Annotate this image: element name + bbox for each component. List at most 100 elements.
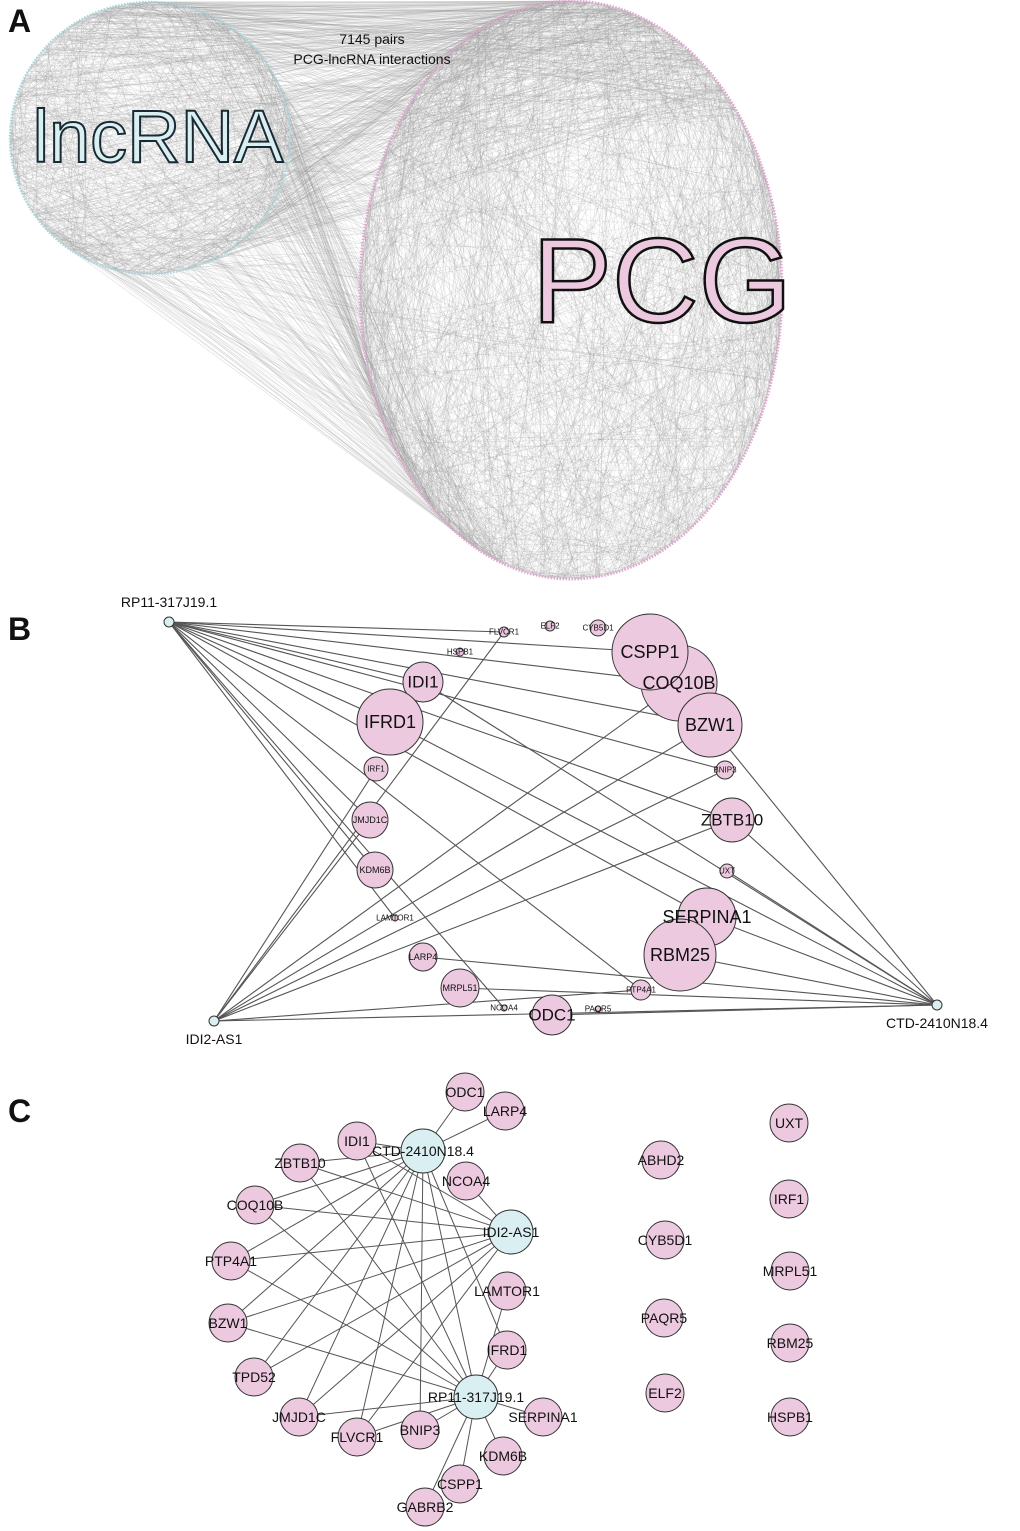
node-larp4[interactable] (485, 1091, 525, 1131)
node-zbtb10[interactable] (709, 797, 755, 843)
node-abhd2[interactable] (641, 1140, 681, 1180)
node-paqr5[interactable] (594, 1005, 602, 1013)
node-label-zbtb10: ZBTB10 (274, 1155, 326, 1171)
node-zbtb10[interactable] (280, 1143, 320, 1183)
node-hspb1[interactable] (455, 647, 465, 657)
node-cyb5d1[interactable] (645, 1220, 685, 1260)
node-gabrb2[interactable] (405, 1487, 445, 1527)
node-bzw1[interactable] (208, 1303, 248, 1343)
node-lamtor1[interactable] (487, 1271, 527, 1311)
node-ifrd1[interactable] (356, 688, 424, 756)
node-label-uxt: UXT (719, 867, 735, 876)
node-serpina1[interactable] (523, 1397, 563, 1437)
node-label-ifrd1: IFRD1 (487, 1342, 528, 1358)
node-rp11-317j19-1[interactable] (453, 1374, 499, 1420)
node-elf2[interactable] (645, 1373, 685, 1413)
node-label-gabrb2: GABRB2 (397, 1499, 454, 1515)
node-label-idi2-as1: IDI2-AS1 (186, 1031, 243, 1047)
edge-idi2-as1-ptp4a1 (230, 1231, 512, 1262)
node-label-lamtor1: LAMTOR1 (474, 1283, 540, 1299)
node-label-mrpl51: MRPL51 (763, 1263, 818, 1279)
node-label-hspb1: HSPB1 (767, 1409, 813, 1425)
node-label-mrpl51: MRPL51 (442, 983, 477, 993)
edge-idi2-as1-coq10b (213, 682, 680, 1022)
node-paqr5[interactable] (644, 1298, 684, 1338)
node-rp11-317j19-1[interactable] (163, 616, 175, 628)
node-label-uxt: UXT (775, 1115, 803, 1131)
edge-rp11-317j19-1-bnip3 (168, 621, 726, 771)
node-idi1[interactable] (402, 661, 444, 703)
edge-rp11-317j19-1-jmjd1c (168, 621, 371, 821)
node-bnip3[interactable] (400, 1410, 440, 1450)
panel-c: C ODC1LARP4IDI1ZBTB10NCOA4COQ10BPTP4A1LA… (8, 1072, 818, 1527)
node-odc1[interactable] (531, 994, 573, 1036)
edge-rp11-317j19-1-ptp4a1 (230, 1260, 477, 1398)
edge-idi2-as1-bnip3 (213, 769, 726, 1022)
node-label-irf1: IRF1 (774, 1191, 805, 1207)
node-label-ctd-2410n18-4: CTD-2410N18.4 (372, 1143, 474, 1159)
node-irf1[interactable] (769, 1179, 809, 1219)
node-ncoa4[interactable] (500, 1004, 508, 1012)
node-idi1[interactable] (337, 1121, 377, 1161)
edge-ctd-2410n18-4-rbm25 (679, 954, 938, 1006)
node-cyb5d1[interactable] (589, 619, 607, 637)
node-rbm25[interactable] (770, 1323, 810, 1363)
edge-idi2-as1-flvcr1 (356, 1231, 512, 1438)
node-idi2-as1[interactable] (488, 1209, 534, 1255)
edge-rp11-317j19-1-zbtb10 (168, 621, 733, 821)
node-uxt[interactable] (769, 1103, 809, 1143)
node-ptp4a1[interactable] (630, 979, 652, 1001)
node-label-kdm6b: KDM6B (359, 865, 390, 875)
node-label-cspp1: CSPP1 (620, 642, 679, 662)
node-coq10b[interactable] (235, 1185, 275, 1225)
node-mrpl51[interactable] (440, 968, 480, 1008)
node-label-abhd2: ABHD2 (638, 1152, 685, 1168)
panel-letter-c: C (8, 1093, 31, 1129)
edge-rp11-317j19-1-ncoa4 (168, 621, 505, 1009)
node-ptp4a1[interactable] (211, 1241, 251, 1281)
edge-idi2-as1-jmjd1c (298, 1231, 512, 1418)
node-ifrd1[interactable] (487, 1330, 527, 1370)
edge-idi2-as1-bzw1 (227, 1231, 512, 1324)
node-odc1[interactable] (445, 1072, 485, 1112)
node-bzw1[interactable] (677, 692, 743, 758)
node-bnip3[interactable] (715, 760, 735, 780)
edge-rp11-317j19-1-jmjd1c (298, 1396, 477, 1418)
pcg-circle (358, 0, 784, 581)
node-label-larp4: LARP4 (409, 952, 438, 962)
node-ctd-2410n18-4[interactable] (400, 1128, 446, 1174)
node-flvcr1[interactable] (498, 626, 510, 638)
node-flvcr1[interactable] (337, 1417, 377, 1457)
edge-idi2-as1-zbtb10 (213, 819, 733, 1022)
node-larp4[interactable] (408, 942, 438, 972)
node-uxt[interactable] (719, 863, 735, 879)
node-jmjd1c[interactable] (351, 801, 389, 839)
node-cspp1[interactable] (611, 613, 689, 691)
node-kdm6b[interactable] (356, 851, 394, 889)
annotation-line-2: PCG-lncRNA interactions (293, 51, 450, 67)
node-label-rbm25: RBM25 (767, 1335, 814, 1351)
node-hspb1[interactable] (770, 1397, 810, 1437)
node-jmjd1c[interactable] (279, 1397, 319, 1437)
node-irf1[interactable] (363, 756, 389, 782)
node-cspp1[interactable] (440, 1464, 480, 1504)
edge-ctd-2410n18-4-flvcr1 (356, 1150, 424, 1438)
lncrna-circle (8, 0, 292, 276)
node-idi2-as1[interactable] (208, 1015, 220, 1027)
node-label-bzw1: BZW1 (685, 715, 735, 735)
node-rbm25[interactable] (643, 918, 717, 992)
node-mrpl51[interactable] (770, 1251, 810, 1291)
node-lamtor1[interactable] (391, 914, 399, 922)
node-ctd-2410n18-4[interactable] (931, 999, 943, 1011)
node-label-flvcr1: FLVCR1 (331, 1429, 384, 1445)
edge-rp11-317j19-1-kdm6b (168, 621, 376, 871)
node-tpd52[interactable] (234, 1357, 274, 1397)
edge-idi2-as1-bzw1 (213, 724, 711, 1022)
node-label-paqr5: PAQR5 (641, 1310, 688, 1326)
edge-idi2-as1-ptp4a1 (213, 989, 642, 1022)
node-kdm6b[interactable] (483, 1436, 523, 1476)
node-ncoa4[interactable] (446, 1161, 486, 1201)
node-elf2[interactable] (544, 620, 556, 632)
